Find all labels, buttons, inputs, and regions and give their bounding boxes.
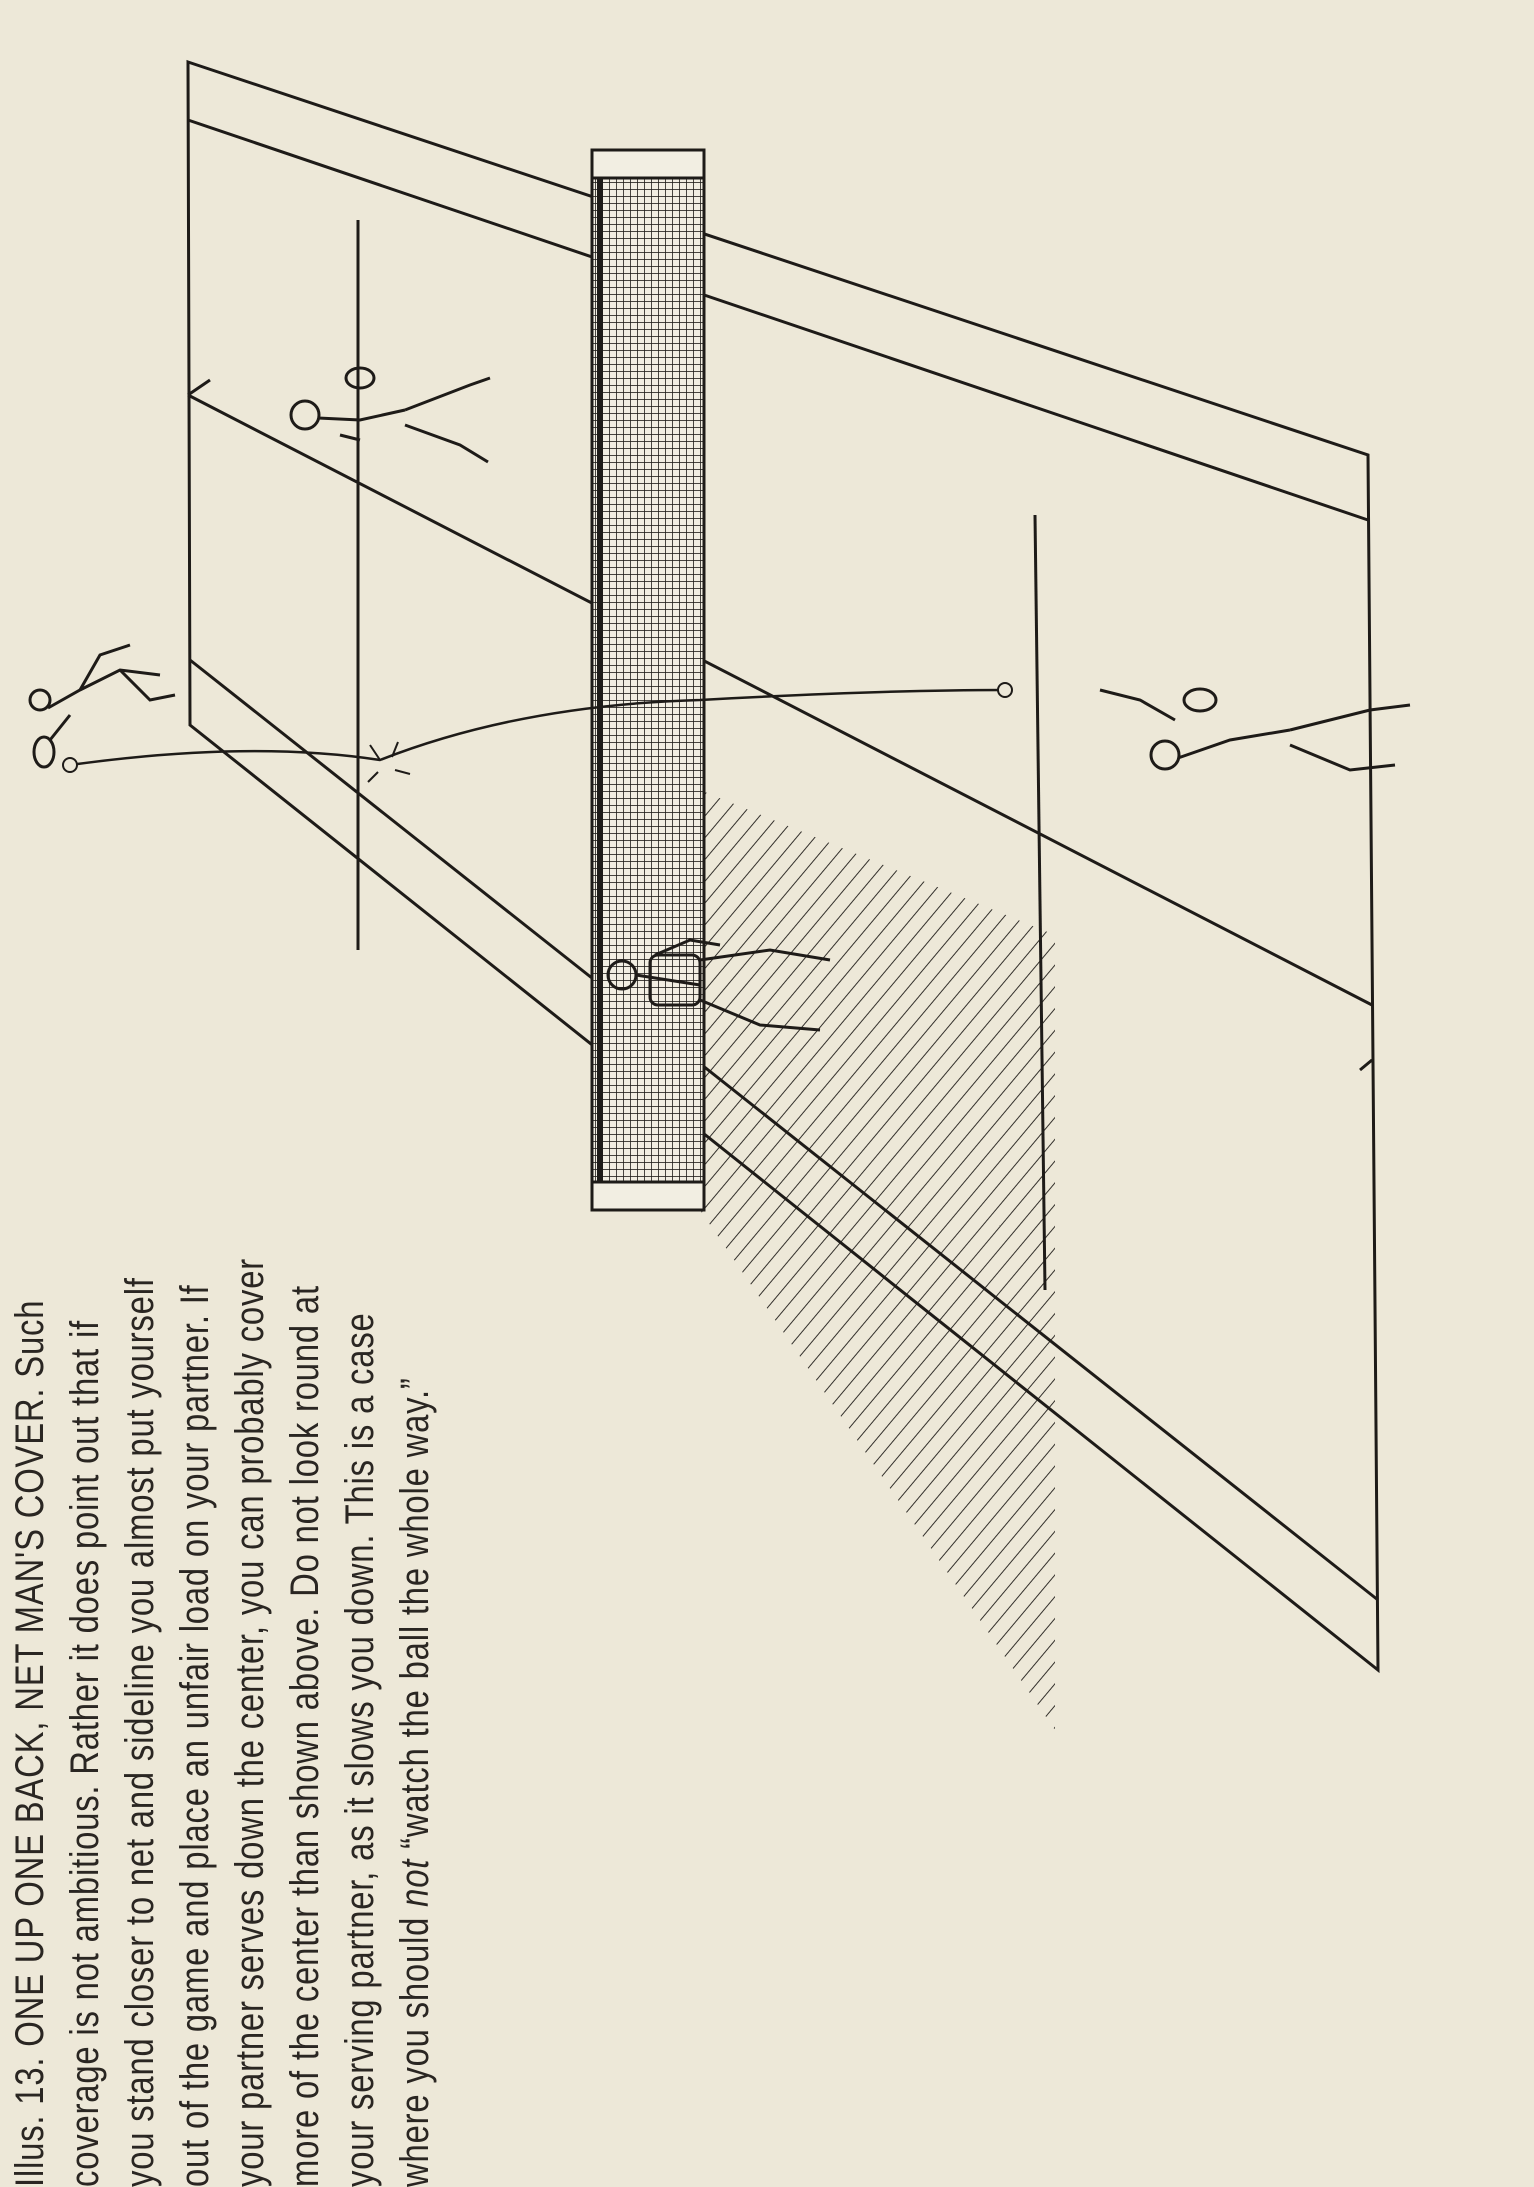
shuttle-path — [69, 688, 1006, 767]
shuttle-start — [62, 757, 78, 773]
player-far-receiver — [289, 366, 491, 464]
court-lines — [186, 59, 1380, 1674]
shuttle-end — [997, 682, 1013, 698]
coverage-shading — [700, 790, 1055, 1730]
player-back-left — [28, 643, 176, 769]
net — [590, 148, 706, 1212]
shuttle-bounce-mark — [367, 741, 411, 783]
player-net-man — [606, 938, 831, 1032]
player-server — [1099, 687, 1411, 772]
